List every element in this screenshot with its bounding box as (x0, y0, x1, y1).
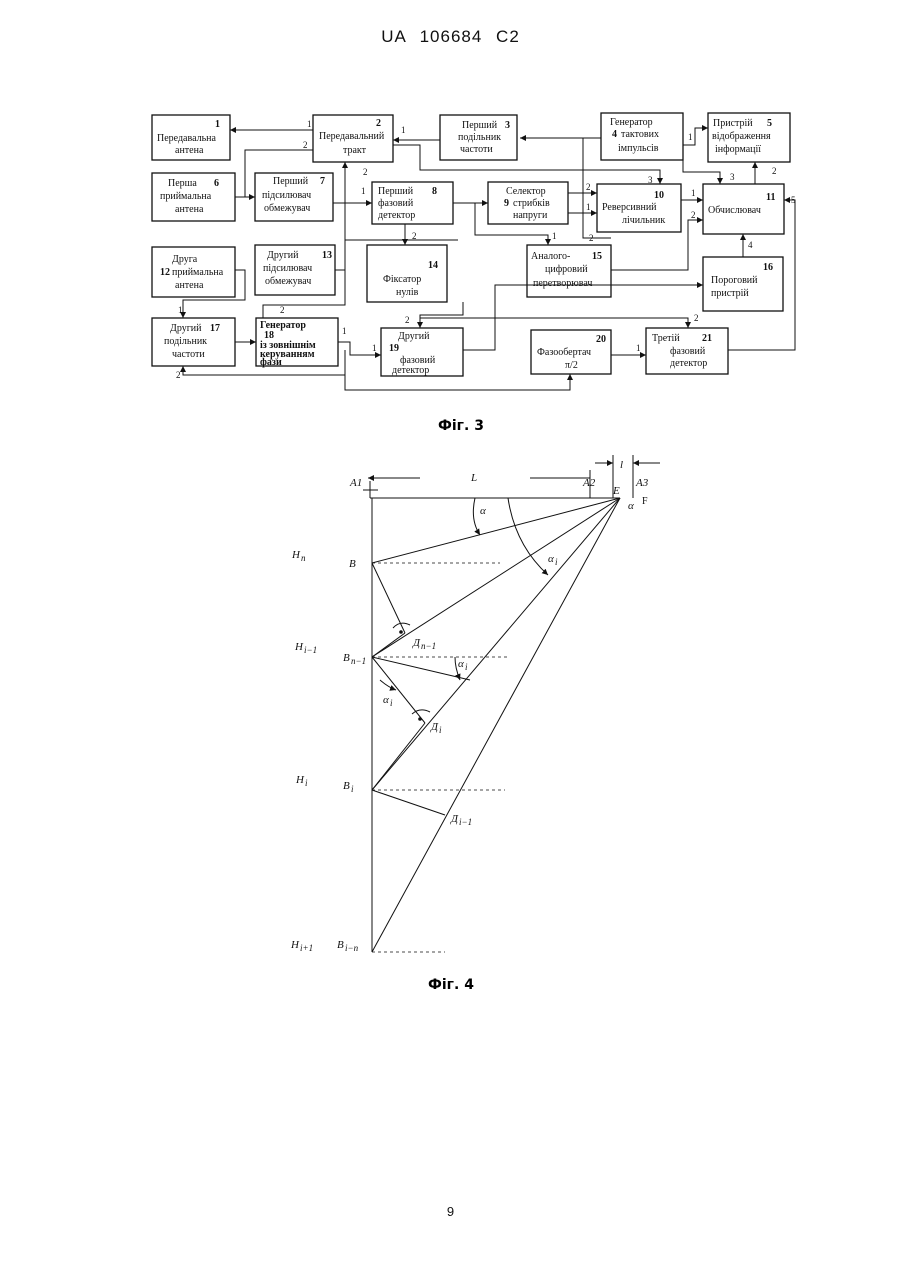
label-alpha-f: α (628, 500, 634, 512)
label-alpha-i-3: α (383, 694, 389, 706)
label-h-n-sub: n (301, 553, 306, 563)
label-b-in-sub: i−n (345, 943, 359, 953)
label-l-small: l (620, 459, 623, 471)
label-a1: A1 (349, 477, 362, 489)
label-alpha-i-2: α (458, 658, 464, 670)
label-h-i-1-sub: i−1 (304, 645, 317, 655)
label-d-n1: Д (412, 637, 421, 649)
label-b-i: B (343, 780, 350, 792)
label-b: B (349, 558, 356, 570)
label-alpha: α (480, 505, 486, 517)
label-alpha-i: α (548, 553, 554, 565)
label-d-i-sub: i (439, 725, 442, 735)
label-h-i: H (295, 774, 305, 786)
label-h-i-sub: i (305, 778, 308, 788)
label-b-n1-sub: n−1 (351, 656, 366, 666)
label-a3: A3 (635, 477, 649, 489)
label-alpha-i-sub: i (555, 557, 558, 567)
figure-4-caption: Фіг. 4 (428, 977, 474, 993)
label-d-i: Д (430, 721, 439, 733)
page-number: 9 (0, 1204, 901, 1219)
label-h-n: H (291, 549, 301, 561)
label-b-i-sub: i (351, 784, 354, 794)
label-h-i1: H (290, 939, 300, 951)
label-h-i-1: H (294, 641, 304, 653)
label-alpha-i-2-sub: i (465, 662, 468, 672)
label-b-in: B (337, 939, 344, 951)
label-d-i1-sub: i−1 (459, 817, 472, 827)
label-f: F (642, 496, 648, 507)
label-alpha-i-3-sub: i (390, 698, 393, 708)
label-l-distance: L (470, 472, 477, 484)
label-b-n1: B (343, 652, 350, 664)
label-d-n1-sub: n−1 (421, 641, 436, 651)
label-h-i1-sub: i+1 (300, 943, 313, 953)
label-a2: A2 (582, 477, 596, 489)
label-e: E (612, 485, 620, 497)
label-d-i1: Д (450, 813, 459, 825)
